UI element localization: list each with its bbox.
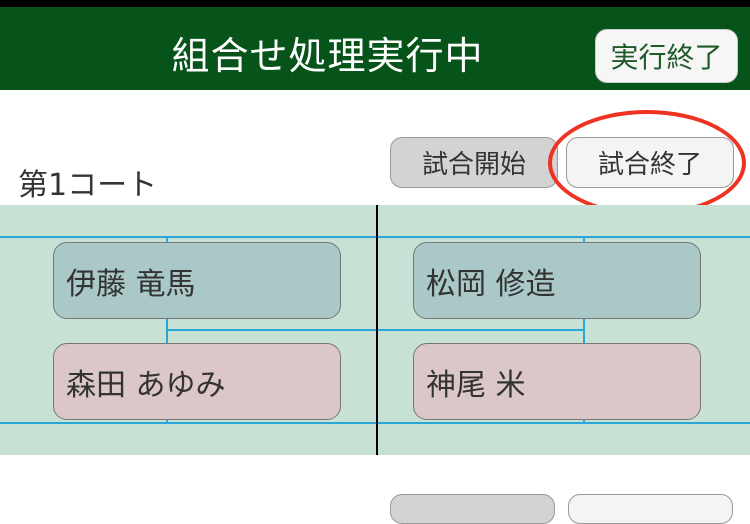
player-right-2[interactable]: 神尾 米 bbox=[413, 343, 701, 420]
next-court-start-button[interactable] bbox=[390, 494, 555, 524]
court-area: 伊藤 竜馬 森田 あゆみ 松岡 修造 神尾 米 bbox=[0, 205, 750, 455]
next-court-end-button[interactable] bbox=[568, 494, 733, 524]
court-net bbox=[376, 205, 378, 455]
court-line-bottom bbox=[0, 422, 750, 424]
court-line-middle bbox=[166, 329, 585, 331]
end-execution-button[interactable]: 実行終了 bbox=[595, 29, 738, 83]
player-left-1[interactable]: 伊藤 竜馬 bbox=[53, 242, 341, 319]
start-match-button[interactable]: 試合開始 bbox=[390, 137, 558, 188]
status-bar bbox=[0, 0, 750, 7]
court-title: 第1コート bbox=[18, 168, 158, 203]
header-bar: 組合せ処理実行中 実行終了 bbox=[0, 7, 750, 90]
end-match-button[interactable]: 試合終了 bbox=[566, 137, 734, 188]
court-line-top bbox=[0, 236, 750, 238]
player-left-2[interactable]: 森田 あゆみ bbox=[53, 343, 341, 420]
player-right-1[interactable]: 松岡 修造 bbox=[413, 242, 701, 319]
page-title: 組合せ処理実行中 bbox=[171, 34, 484, 78]
